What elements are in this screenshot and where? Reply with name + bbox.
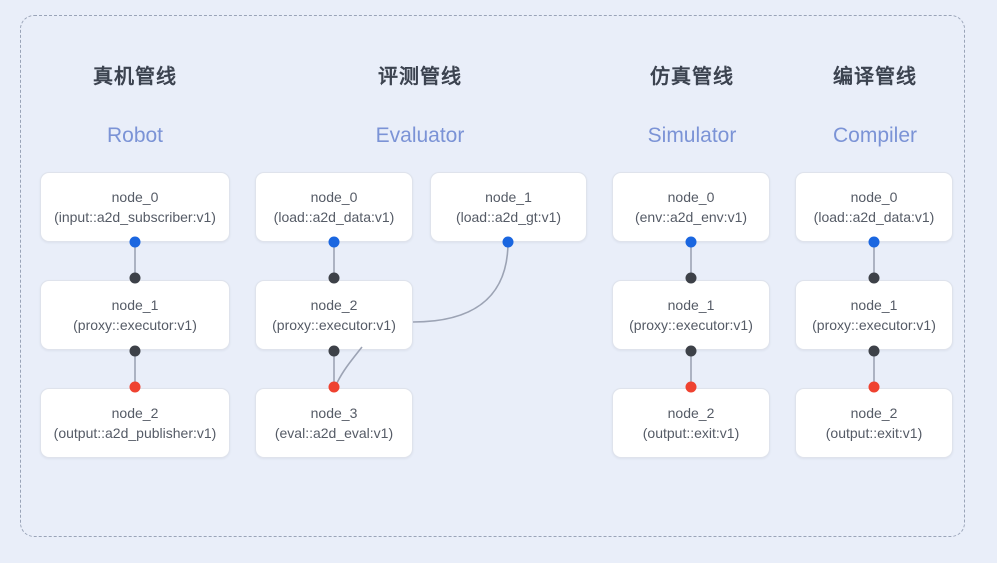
port-output-evaluator-1[interactable] bbox=[502, 236, 514, 248]
port-input-simulator-1[interactable] bbox=[685, 272, 697, 284]
node-type: (proxy::executor:v1) bbox=[629, 317, 753, 333]
port-output-robot-1[interactable] bbox=[129, 345, 141, 357]
node-name: node_0 bbox=[310, 189, 358, 205]
node-name: node_2 bbox=[310, 297, 358, 313]
node-type: (load::a2d_data:v1) bbox=[273, 209, 395, 225]
column-title-cn-robot: 真机管线 bbox=[93, 66, 177, 88]
column-title-cn-evaluator: 评测管线 bbox=[378, 66, 462, 88]
node-name: node_2 bbox=[850, 405, 898, 421]
port-input-evaluator-2[interactable] bbox=[328, 272, 340, 284]
pipeline-group-frame bbox=[20, 15, 965, 537]
port-input-robot-2[interactable] bbox=[129, 381, 141, 393]
node-type: (output::exit:v1) bbox=[825, 425, 923, 441]
port-input-evaluator-3[interactable] bbox=[328, 381, 340, 393]
port-output-evaluator-2[interactable] bbox=[328, 345, 340, 357]
node-simulator-1[interactable]: node_1 (proxy::executor:v1) bbox=[612, 280, 770, 350]
node-robot-2[interactable]: node_2 (output::a2d_publisher:v1) bbox=[40, 388, 230, 458]
column-title-en-robot: Robot bbox=[106, 124, 164, 147]
node-compiler-2[interactable]: node_2 (output::exit:v1) bbox=[795, 388, 953, 458]
node-compiler-1[interactable]: node_1 (proxy::executor:v1) bbox=[795, 280, 953, 350]
port-output-simulator-1[interactable] bbox=[685, 345, 697, 357]
node-robot-0[interactable]: node_0 (input::a2d_subscriber:v1) bbox=[40, 172, 230, 242]
node-name: node_2 bbox=[667, 405, 715, 421]
node-type: (eval::a2d_eval:v1) bbox=[274, 425, 394, 441]
node-simulator-0[interactable]: node_0 (env::a2d_env:v1) bbox=[612, 172, 770, 242]
column-title-cn-simulator: 仿真管线 bbox=[650, 66, 734, 88]
node-name: node_3 bbox=[310, 405, 358, 421]
node-evaluator-0[interactable]: node_0 (load::a2d_data:v1) bbox=[255, 172, 413, 242]
node-name: node_0 bbox=[111, 189, 159, 205]
column-title-en-evaluator: Evaluator bbox=[375, 124, 465, 147]
node-compiler-0[interactable]: node_0 (load::a2d_data:v1) bbox=[795, 172, 953, 242]
node-robot-1[interactable]: node_1 (proxy::executor:v1) bbox=[40, 280, 230, 350]
node-type: (load::a2d_gt:v1) bbox=[455, 209, 562, 225]
node-type: (output::a2d_publisher:v1) bbox=[53, 425, 217, 441]
port-output-robot-0[interactable] bbox=[129, 236, 141, 248]
node-evaluator-2[interactable]: node_2 (proxy::executor:v1) bbox=[255, 280, 413, 350]
node-name: node_1 bbox=[111, 297, 159, 313]
port-output-simulator-0[interactable] bbox=[685, 236, 697, 248]
column-title-en-compiler: Compiler bbox=[832, 124, 918, 147]
node-type: (input::a2d_subscriber:v1) bbox=[54, 209, 216, 225]
node-simulator-2[interactable]: node_2 (output::exit:v1) bbox=[612, 388, 770, 458]
port-input-robot-1[interactable] bbox=[129, 272, 141, 284]
node-evaluator-1[interactable]: node_1 (load::a2d_gt:v1) bbox=[430, 172, 587, 242]
node-type: (proxy::executor:v1) bbox=[73, 317, 197, 333]
port-output-compiler-0[interactable] bbox=[868, 236, 880, 248]
node-type: (env::a2d_env:v1) bbox=[634, 209, 748, 225]
column-title-en-simulator: Simulator bbox=[647, 124, 737, 147]
port-output-evaluator-0[interactable] bbox=[328, 236, 340, 248]
node-name: node_1 bbox=[485, 189, 532, 205]
column-title-cn-compiler: 编译管线 bbox=[833, 66, 917, 88]
port-output-compiler-1[interactable] bbox=[868, 345, 880, 357]
node-evaluator-3[interactable]: node_3 (eval::a2d_eval:v1) bbox=[255, 388, 413, 458]
node-type: (proxy::executor:v1) bbox=[272, 317, 396, 333]
node-name: node_1 bbox=[850, 297, 898, 313]
node-type: (proxy::executor:v1) bbox=[812, 317, 936, 333]
port-input-compiler-1[interactable] bbox=[868, 272, 880, 284]
node-name: node_2 bbox=[111, 405, 159, 421]
port-input-compiler-2[interactable] bbox=[868, 381, 880, 393]
node-name: node_1 bbox=[667, 297, 715, 313]
node-name: node_0 bbox=[667, 189, 715, 205]
node-type: (output::exit:v1) bbox=[642, 425, 740, 441]
port-input-simulator-2[interactable] bbox=[685, 381, 697, 393]
node-type: (load::a2d_data:v1) bbox=[813, 209, 935, 225]
node-name: node_0 bbox=[850, 189, 898, 205]
